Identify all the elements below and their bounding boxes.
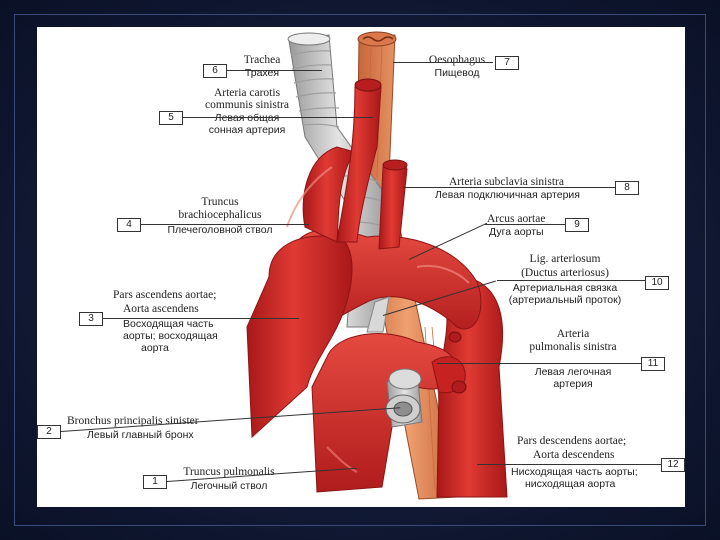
label-2-number: 2 bbox=[37, 425, 61, 439]
label-3-latin-line2: Aorta ascendens bbox=[123, 303, 199, 315]
label-9-number: 9 bbox=[565, 218, 589, 232]
label-12-russian-line2: нисходящая аорта bbox=[525, 479, 615, 490]
label-8-number: 8 bbox=[615, 181, 639, 195]
left-bronchus-shape bbox=[386, 369, 422, 427]
label-9-russian: Дуга аорты bbox=[489, 227, 544, 238]
label-11-russian-line2: артерия bbox=[513, 379, 633, 390]
label-3-latin-line1: Pars ascendens aortae; bbox=[113, 289, 216, 301]
label-4-latin-line1: Truncus bbox=[155, 196, 285, 208]
label-1-russian: Легочный ствол bbox=[169, 481, 289, 492]
label-4-leader bbox=[141, 224, 309, 225]
label-5-leader bbox=[183, 117, 373, 118]
label-3-russian-line1: Восходящая часть bbox=[123, 319, 214, 330]
label-4-russian: Плечеголовной ствол bbox=[145, 225, 295, 236]
label-10-russian-line1: Артериальная связка bbox=[495, 283, 635, 294]
label-5-latin-line1: Arteria carotis bbox=[192, 87, 302, 99]
label-3-number: 3 bbox=[79, 312, 103, 326]
label-7-number: 7 bbox=[495, 56, 519, 70]
label-2-russian: Левый главный бронх bbox=[87, 430, 194, 441]
label-12-russian-line1: Нисходящая часть аорты; bbox=[511, 467, 638, 478]
label-3-russian-line2: аорты; восходящая bbox=[123, 331, 218, 342]
label-10-number: 10 bbox=[645, 276, 669, 290]
label-7-latin: Oesophagus bbox=[419, 54, 495, 66]
label-6-latin: Trachea bbox=[232, 54, 292, 66]
label-11-number: 11 bbox=[641, 357, 665, 371]
label-11-russian-line1: Левая легочная bbox=[513, 367, 633, 378]
label-8-leader bbox=[403, 187, 617, 188]
label-5-russian-line2: сонная артерия bbox=[192, 125, 302, 136]
label-6-leader bbox=[227, 70, 322, 71]
label-4-latin-line2: brachiocephalicus bbox=[155, 209, 285, 221]
label-12-leader bbox=[477, 464, 663, 465]
label-3-russian-line3: аорта bbox=[141, 343, 169, 354]
label-10-latin-line2: (Ductus arteriosus) bbox=[495, 267, 635, 279]
label-6-number: 6 bbox=[203, 64, 227, 78]
label-7-leader bbox=[393, 62, 493, 63]
label-8-russian: Левая подключичная артерия bbox=[435, 190, 580, 201]
label-12-latin-line1: Pars descendens aortae; bbox=[517, 435, 626, 447]
label-11-latin-line1: Arteria bbox=[513, 328, 633, 340]
label-10-russian-line2: (артериальный проток) bbox=[495, 295, 635, 306]
label-11-leader bbox=[437, 363, 645, 364]
label-4-number: 4 bbox=[117, 218, 141, 232]
label-10-latin-line1: Lig. arteriosum bbox=[495, 253, 635, 265]
label-11-latin-line2: pulmonalis sinistra bbox=[513, 341, 633, 353]
label-5-number: 5 bbox=[159, 111, 183, 125]
label-5-latin-line2: communis sinistra bbox=[192, 99, 302, 111]
label-1-number: 1 bbox=[143, 475, 167, 489]
label-3-leader bbox=[103, 318, 299, 319]
label-7-russian: Пищевод bbox=[419, 68, 495, 79]
label-12-latin-line2: Aorta descendens bbox=[533, 449, 614, 461]
label-5-russian-line1: Левая общая bbox=[192, 113, 302, 124]
label-12-number: 12 bbox=[661, 458, 685, 472]
label-10-leader-h bbox=[497, 280, 645, 281]
label-9-leader-h bbox=[485, 224, 567, 225]
left-subclavian-shape bbox=[379, 161, 407, 249]
anatomy-figure-panel: Trachea Трахея 6 Arteria carotis communi… bbox=[37, 27, 685, 507]
